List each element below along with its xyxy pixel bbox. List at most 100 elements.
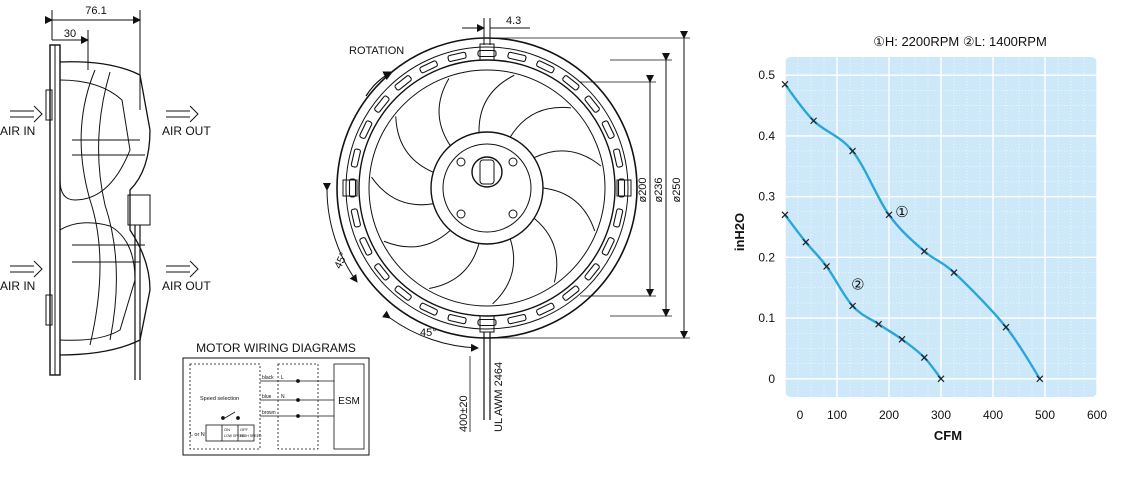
x-tick-label: 200 xyxy=(879,408,899,422)
fan-blade xyxy=(371,176,434,206)
terminal-l-label: L xyxy=(281,375,284,381)
guard-slot xyxy=(536,60,555,74)
fan-blade xyxy=(509,106,571,138)
data-point xyxy=(810,117,818,125)
dim-total-depth: 76.1 xyxy=(85,5,106,17)
fan-blade xyxy=(438,78,451,146)
guard-slot xyxy=(447,314,467,325)
guard-slot xyxy=(374,95,390,113)
chart-grid xyxy=(784,57,1098,397)
fan-blade xyxy=(478,74,515,133)
air-in-label-top: AIR IN xyxy=(0,124,35,138)
y-tick-label: 0 xyxy=(768,372,775,386)
guard-slot xyxy=(613,208,624,228)
l-or-n-label: L or N xyxy=(190,432,205,438)
data-point xyxy=(898,335,906,343)
y-axis-label: inH2O xyxy=(732,213,747,251)
data-point xyxy=(920,247,928,255)
esm-module-label: ESM xyxy=(338,396,360,407)
guard-slot xyxy=(562,75,580,91)
guard-slot xyxy=(359,237,373,256)
fan-blade xyxy=(533,150,602,167)
dim-diameter-250: ø250 xyxy=(671,177,683,202)
guard-slot xyxy=(359,120,373,139)
x-tick-label: 100 xyxy=(827,408,847,422)
wire-blue-label: blue xyxy=(262,394,272,400)
guard-slot xyxy=(601,120,615,139)
guard-slot xyxy=(536,302,555,316)
data-point xyxy=(823,263,831,270)
guard-slot xyxy=(507,314,527,325)
series-layer: ①② xyxy=(781,80,1044,383)
lead-length-label: 400±20 xyxy=(458,395,470,432)
y-tick-label: 0.2 xyxy=(758,250,775,264)
guard-slot xyxy=(617,178,626,198)
series-label-2: ② xyxy=(851,277,864,294)
data-point xyxy=(920,354,928,361)
x-tick-label: 500 xyxy=(1035,408,1055,422)
x-tick-label: 400 xyxy=(983,408,1003,422)
guard-slot xyxy=(394,285,412,301)
data-point xyxy=(885,211,893,219)
high-speed-label: HIGH SPEED xyxy=(240,434,262,438)
fan-blade xyxy=(533,217,558,283)
data-point xyxy=(781,80,789,88)
y-tick-label: 0.1 xyxy=(758,311,775,325)
data-point xyxy=(875,320,883,328)
series-line-1 xyxy=(784,83,1041,380)
guard-slot xyxy=(562,285,580,301)
chart-title: ①H: 2200RPM ②L: 1400RPM xyxy=(873,34,1047,49)
fan-blade xyxy=(492,238,515,305)
wiring-diagram xyxy=(182,357,370,456)
guard-slot xyxy=(584,263,600,281)
axis-ticks: 0 100 200 300 400 500 600 0 0.1 0.2 0.3 0.4 0.5 xyxy=(758,68,1107,422)
air-out-label-top: AIR OUT xyxy=(162,124,211,138)
speed-selection-label: Speed selection xyxy=(200,396,239,402)
off-label: OFF xyxy=(240,427,249,432)
guard-slot xyxy=(419,60,438,74)
guard-slot xyxy=(447,51,467,62)
guard-slot xyxy=(477,49,497,58)
x-tick-label: 0 xyxy=(797,408,804,422)
data-point xyxy=(1036,375,1044,383)
data-point xyxy=(849,302,857,310)
front-view xyxy=(322,18,690,432)
guard-slot xyxy=(374,263,390,281)
wire-brown-label: brown xyxy=(262,410,276,416)
data-point xyxy=(1002,323,1010,331)
on-label: ON xyxy=(224,427,230,432)
data-point xyxy=(937,375,945,383)
data-point xyxy=(802,238,810,246)
fan-blade xyxy=(542,187,596,232)
air-out-label-bottom: AIR OUT xyxy=(162,279,211,293)
fan-blade xyxy=(428,243,480,289)
data-point xyxy=(781,211,789,219)
side-view xyxy=(10,10,199,380)
guard-slot xyxy=(477,318,497,327)
wire-spec-label: UL AWM 2464 xyxy=(493,362,505,432)
guard-slot xyxy=(507,51,527,62)
y-tick-label: 0.4 xyxy=(758,129,775,143)
x-tick-label: 600 xyxy=(1087,408,1107,422)
dim-slot-width: 4.3 xyxy=(506,15,521,27)
air-in-label-bottom: AIR IN xyxy=(0,279,35,293)
series-label-1: ① xyxy=(895,204,908,221)
guard-slot xyxy=(350,148,361,168)
dim-diameter-200: ø200 xyxy=(637,177,649,202)
guard-slot xyxy=(613,148,624,168)
angle-bottom-label: 45° xyxy=(420,327,437,339)
wire-black-label: black xyxy=(262,375,274,381)
x-tick-label: 300 xyxy=(931,408,951,422)
dim-hub-depth: 30 xyxy=(64,28,76,40)
guard-slot xyxy=(350,208,361,228)
rotation-label: ROTATION xyxy=(349,45,404,57)
y-tick-label: 0.5 xyxy=(758,68,775,82)
fan-blade xyxy=(383,229,451,248)
fan-blade xyxy=(395,116,434,173)
low-speed-label: LOW SPEED xyxy=(224,434,245,438)
guard-slot xyxy=(601,237,615,256)
guard-slot xyxy=(348,178,357,198)
y-tick-label: 0.3 xyxy=(758,190,775,204)
guard-slot xyxy=(584,95,600,113)
